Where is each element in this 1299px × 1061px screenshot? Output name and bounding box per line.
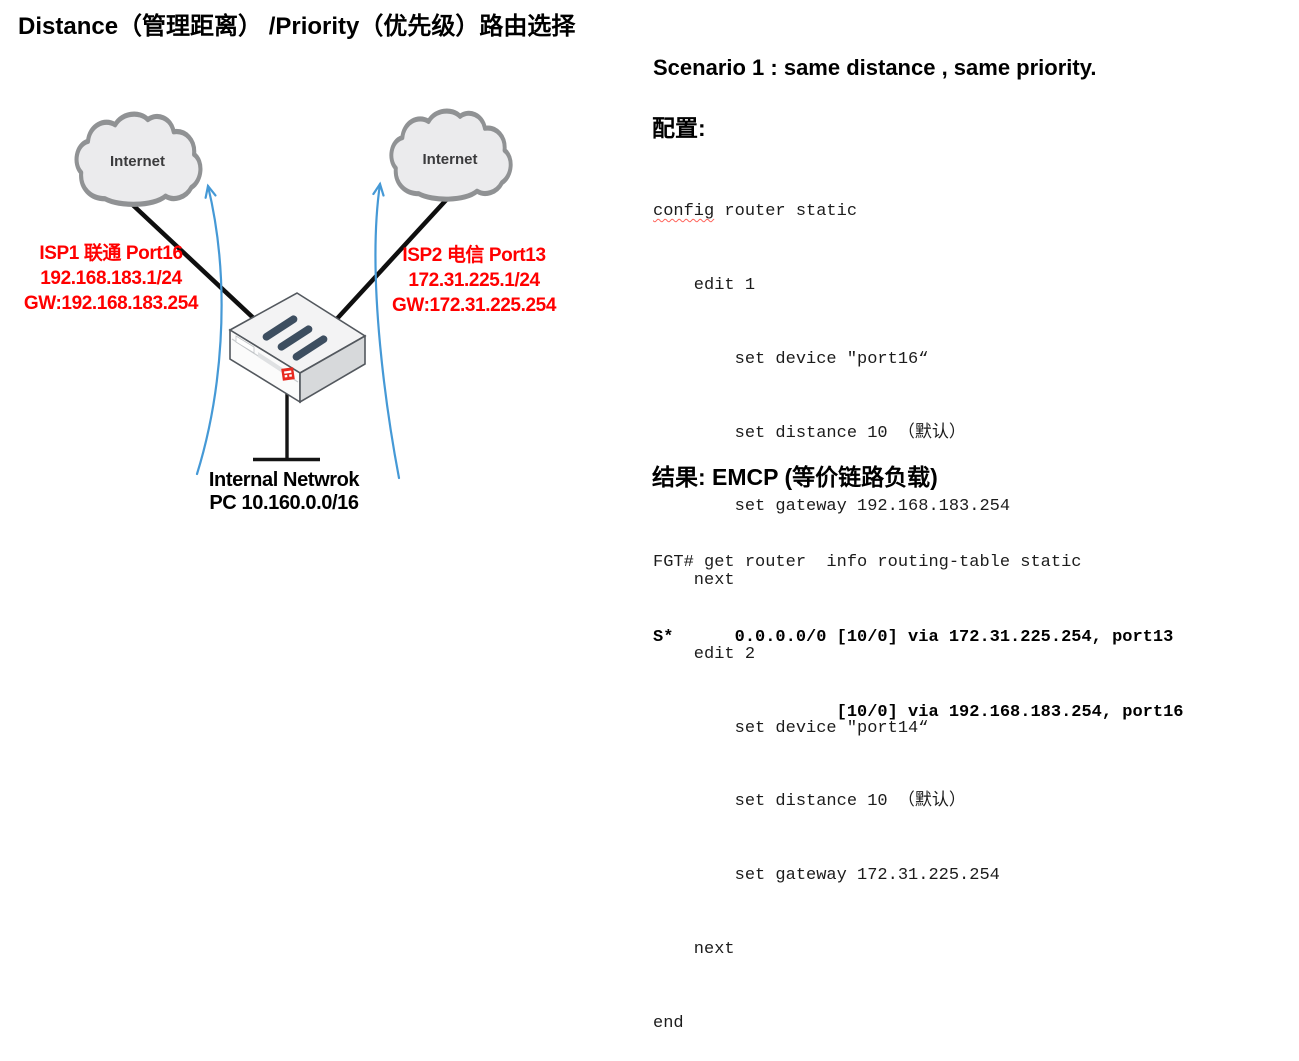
code-line: config router static: [653, 200, 1010, 225]
firewall-device-icon: [228, 292, 367, 404]
page-title: Distance（管理距离） /Priority（优先级）路由选择: [18, 13, 576, 40]
code-line: FGT# get router info routing-table stati…: [653, 553, 1082, 572]
code-line: set device "port16“: [653, 349, 929, 369]
code-line: [10/0] via 192.168.183.254, port16: [653, 703, 1184, 722]
device-vent-slots-icon: [262, 315, 328, 361]
internal-network-label: Internal Netwrok PC 10.160.0.0/16: [186, 469, 382, 515]
isp1-label: ISP1 联通 Port16 192.168.183.1/24 GW:192.1…: [5, 241, 217, 316]
internal-network-line: Internal Netwrok: [208, 469, 360, 491]
code-line: next: [653, 940, 735, 959]
uplink-line-isp2: [332, 184, 461, 324]
isp1-line: GW:192.168.183.254: [23, 293, 199, 314]
code-line: set distance 10 （默认）: [653, 423, 966, 443]
misspelled-word: config: [653, 202, 715, 222]
traffic-arrow-right-head-icon: [372, 181, 385, 197]
code-line: S* 0.0.0.0/0 [10/0] via 172.31.225.254, …: [653, 628, 1174, 647]
internet-label-left: Internet: [109, 153, 165, 170]
code-line: end: [653, 1013, 684, 1033]
result-code: FGT# get router info routing-table stati…: [653, 500, 1184, 750]
code-line: edit 1: [653, 275, 756, 295]
code-line-rest: router static: [714, 202, 858, 222]
traffic-arrow-left: [195, 184, 223, 476]
isp2-line: 172.31.225.1/24: [408, 270, 540, 291]
fortinet-logo-icon: [281, 367, 295, 381]
isp2-line: ISP2 电信 Port13: [402, 245, 546, 266]
network-diagram: [0, 0, 649, 480]
isp2-line: GW:172.31.225.254: [392, 295, 556, 316]
isp1-line: 192.168.183.1/24: [40, 268, 182, 289]
isp1-line: ISP1 联通 Port16: [39, 243, 183, 264]
traffic-arrow-left-head-icon: [204, 183, 217, 199]
code-line: set distance 10 （默认）: [653, 792, 966, 812]
code-line: set gateway 192.168.183.254: [653, 497, 1011, 517]
uplink-line-isp1: [118, 191, 265, 329]
config-heading: 配置:: [652, 115, 706, 141]
scenario-heading: Scenario 1 : same distance , same priori…: [653, 55, 1097, 80]
code-line: set gateway 172.31.225.254: [653, 866, 1000, 886]
isp2-label: ISP2 电信 Port13 172.31.225.1/24 GW:172.31…: [374, 243, 574, 318]
traffic-arrow-right: [374, 182, 401, 480]
internet-label-right: Internet: [422, 151, 478, 168]
internal-network-line: PC 10.160.0.0/16: [209, 492, 359, 514]
result-heading: 结果: EMCP (等价链路负载): [652, 464, 938, 490]
